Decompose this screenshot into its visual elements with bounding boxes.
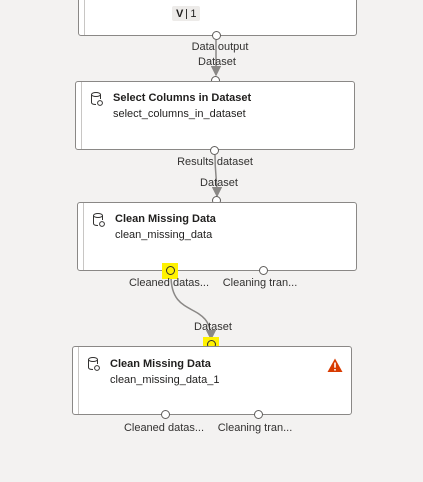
dataset-module-icon — [91, 92, 103, 106]
select-columns-title: Select Columns in Dataset — [113, 92, 252, 104]
dataset-node-top[interactable]: V 1 — [78, 0, 357, 36]
top-node-output-label: Data output — [191, 41, 249, 53]
version-badge-letter: V — [176, 7, 184, 20]
select-columns-output-port[interactable] — [210, 146, 219, 155]
clean-missing-1-cleaning-transform-label: Cleaning tran... — [217, 422, 293, 434]
clean-missing-subtitle: clean_missing_data — [115, 229, 213, 241]
clean-missing-1-cleaned-dataset-port[interactable] — [161, 410, 170, 419]
select-columns-node[interactable]: Select Columns in Dataset select_columns… — [75, 81, 355, 150]
clean-missing-cleaned-dataset-label: Cleaned datas... — [128, 277, 210, 289]
clean-missing-node[interactable]: Clean Missing Data clean_missing_data — [77, 202, 357, 271]
version-badge-number: 1 — [190, 7, 197, 20]
clean-missing-cleaning-transform-port[interactable] — [259, 266, 268, 275]
clean-missing-input-label: Dataset — [200, 177, 238, 189]
dataset-module-icon — [88, 357, 100, 371]
clean-missing-cleaned-dataset-port[interactable] — [166, 266, 175, 275]
clean-missing-title: Clean Missing Data — [115, 213, 216, 225]
clean-missing-cleaning-transform-label: Cleaning tran... — [222, 277, 298, 289]
clean-missing-1-title: Clean Missing Data — [110, 358, 211, 370]
select-columns-input-label: Dataset — [198, 56, 236, 68]
clean-missing-1-subtitle: clean_missing_data_1 — [110, 374, 220, 386]
clean-missing-1-input-label: Dataset — [194, 321, 232, 333]
version-badge: V 1 — [172, 6, 201, 21]
select-columns-subtitle: select_columns_in_dataset — [113, 108, 246, 120]
warning-icon[interactable] — [327, 358, 343, 373]
version-badge-separator — [186, 8, 188, 19]
clean-missing-1-node[interactable]: Clean Missing Data clean_missing_data_1 — [72, 346, 352, 415]
dataset-module-icon — [93, 213, 105, 227]
clean-missing-1-cleaned-dataset-label: Cleaned datas... — [123, 422, 205, 434]
select-columns-output-label: Results dataset — [177, 156, 253, 168]
clean-missing-1-cleaning-transform-port[interactable] — [254, 410, 263, 419]
top-node-output-port[interactable] — [212, 31, 221, 40]
